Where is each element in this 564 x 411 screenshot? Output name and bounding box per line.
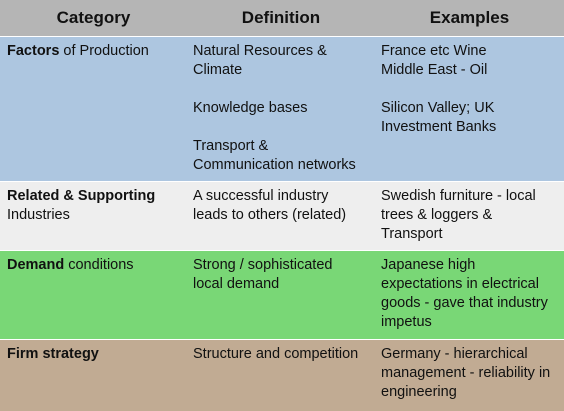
column-header-definition: Definition bbox=[241, 8, 321, 27]
example-line: Japanese high bbox=[381, 257, 476, 273]
definition-line: Knowledge bases bbox=[193, 100, 308, 116]
definition-line: Natural Resources & bbox=[193, 43, 327, 59]
example-line: France etc Wine bbox=[381, 43, 487, 59]
category-label-rest: of Production bbox=[59, 43, 149, 59]
table-row-factors: Factors of Production Natural Resources … bbox=[0, 36, 564, 181]
examples-cell: Germany - hierarchical management - reli… bbox=[381, 339, 563, 402]
example-line: management - reliability in bbox=[381, 365, 551, 381]
example-line: trees & loggers & bbox=[381, 207, 493, 223]
category-label-bold: Firm strategy bbox=[7, 346, 99, 362]
row-divider bbox=[0, 339, 564, 340]
definition-line: Climate bbox=[193, 62, 243, 78]
example-line: Transport bbox=[381, 226, 443, 242]
definition-cell: Strong / sophisticated local demand bbox=[193, 250, 375, 294]
row-divider bbox=[0, 181, 564, 182]
row-divider bbox=[0, 250, 564, 251]
example-line: Middle East - Oil bbox=[381, 62, 488, 78]
category-cell: Related & Supporting Industries bbox=[7, 181, 187, 225]
category-label: Factors of Production bbox=[7, 42, 187, 61]
definition-line: A successful industry bbox=[193, 188, 329, 204]
example-line: impetus bbox=[381, 314, 432, 330]
definition-line: local demand bbox=[193, 276, 280, 292]
definition-cell: A successful industry leads to others (r… bbox=[193, 181, 375, 225]
example-line: Silicon Valley; UK bbox=[381, 100, 495, 116]
example-line: expectations in electrical bbox=[381, 276, 539, 292]
example-line: engineering bbox=[381, 384, 457, 400]
row-divider bbox=[0, 36, 564, 37]
table-row-related-supporting: Related & Supporting Industries A succes… bbox=[0, 181, 564, 250]
table-row-firm-strategy: Firm strategy Structure and competition … bbox=[0, 339, 564, 411]
category-label-bold: Demand bbox=[7, 257, 65, 273]
example-line: goods - gave that industry bbox=[381, 295, 548, 311]
definition-line: Communication networks bbox=[193, 157, 356, 173]
definition-cell: Natural Resources & Climate Knowledge ba… bbox=[193, 36, 375, 175]
column-header-examples: Examples bbox=[429, 8, 510, 27]
examples-cell: France etc Wine Middle East - Oil Silico… bbox=[381, 36, 563, 137]
definition-line: Strong / sophisticated bbox=[193, 257, 333, 273]
table-header-row: Category Definition Examples bbox=[0, 0, 564, 36]
category-label-bold: Related & Supporting bbox=[7, 188, 156, 204]
definition-cell: Structure and competition bbox=[193, 339, 375, 364]
category-label: Firm strategy bbox=[7, 345, 187, 364]
examples-cell: Swedish furniture - local trees & logger… bbox=[381, 181, 563, 244]
category-cell: Factors of Production bbox=[7, 36, 187, 61]
definition-line: Structure and competition bbox=[193, 346, 359, 362]
category-label: Demand conditions bbox=[7, 256, 187, 275]
category-label-rest: Industries bbox=[7, 207, 70, 223]
category-label-rest: conditions bbox=[64, 257, 134, 273]
category-cell: Firm strategy bbox=[7, 339, 187, 364]
example-line: Swedish furniture - local bbox=[381, 188, 536, 204]
category-label-bold: Factors bbox=[7, 43, 60, 59]
example-line: Investment Banks bbox=[381, 119, 497, 135]
examples-cell: Japanese high expectations in electrical… bbox=[381, 250, 563, 332]
category-cell: Demand conditions bbox=[7, 250, 187, 275]
column-header-category: Category bbox=[56, 8, 131, 27]
definition-line: Transport & bbox=[193, 138, 269, 154]
definition-line: leads to others (related) bbox=[193, 207, 347, 223]
table-row-demand: Demand conditions Strong / sophisticated… bbox=[0, 250, 564, 339]
example-line: Germany - hierarchical bbox=[381, 346, 528, 362]
